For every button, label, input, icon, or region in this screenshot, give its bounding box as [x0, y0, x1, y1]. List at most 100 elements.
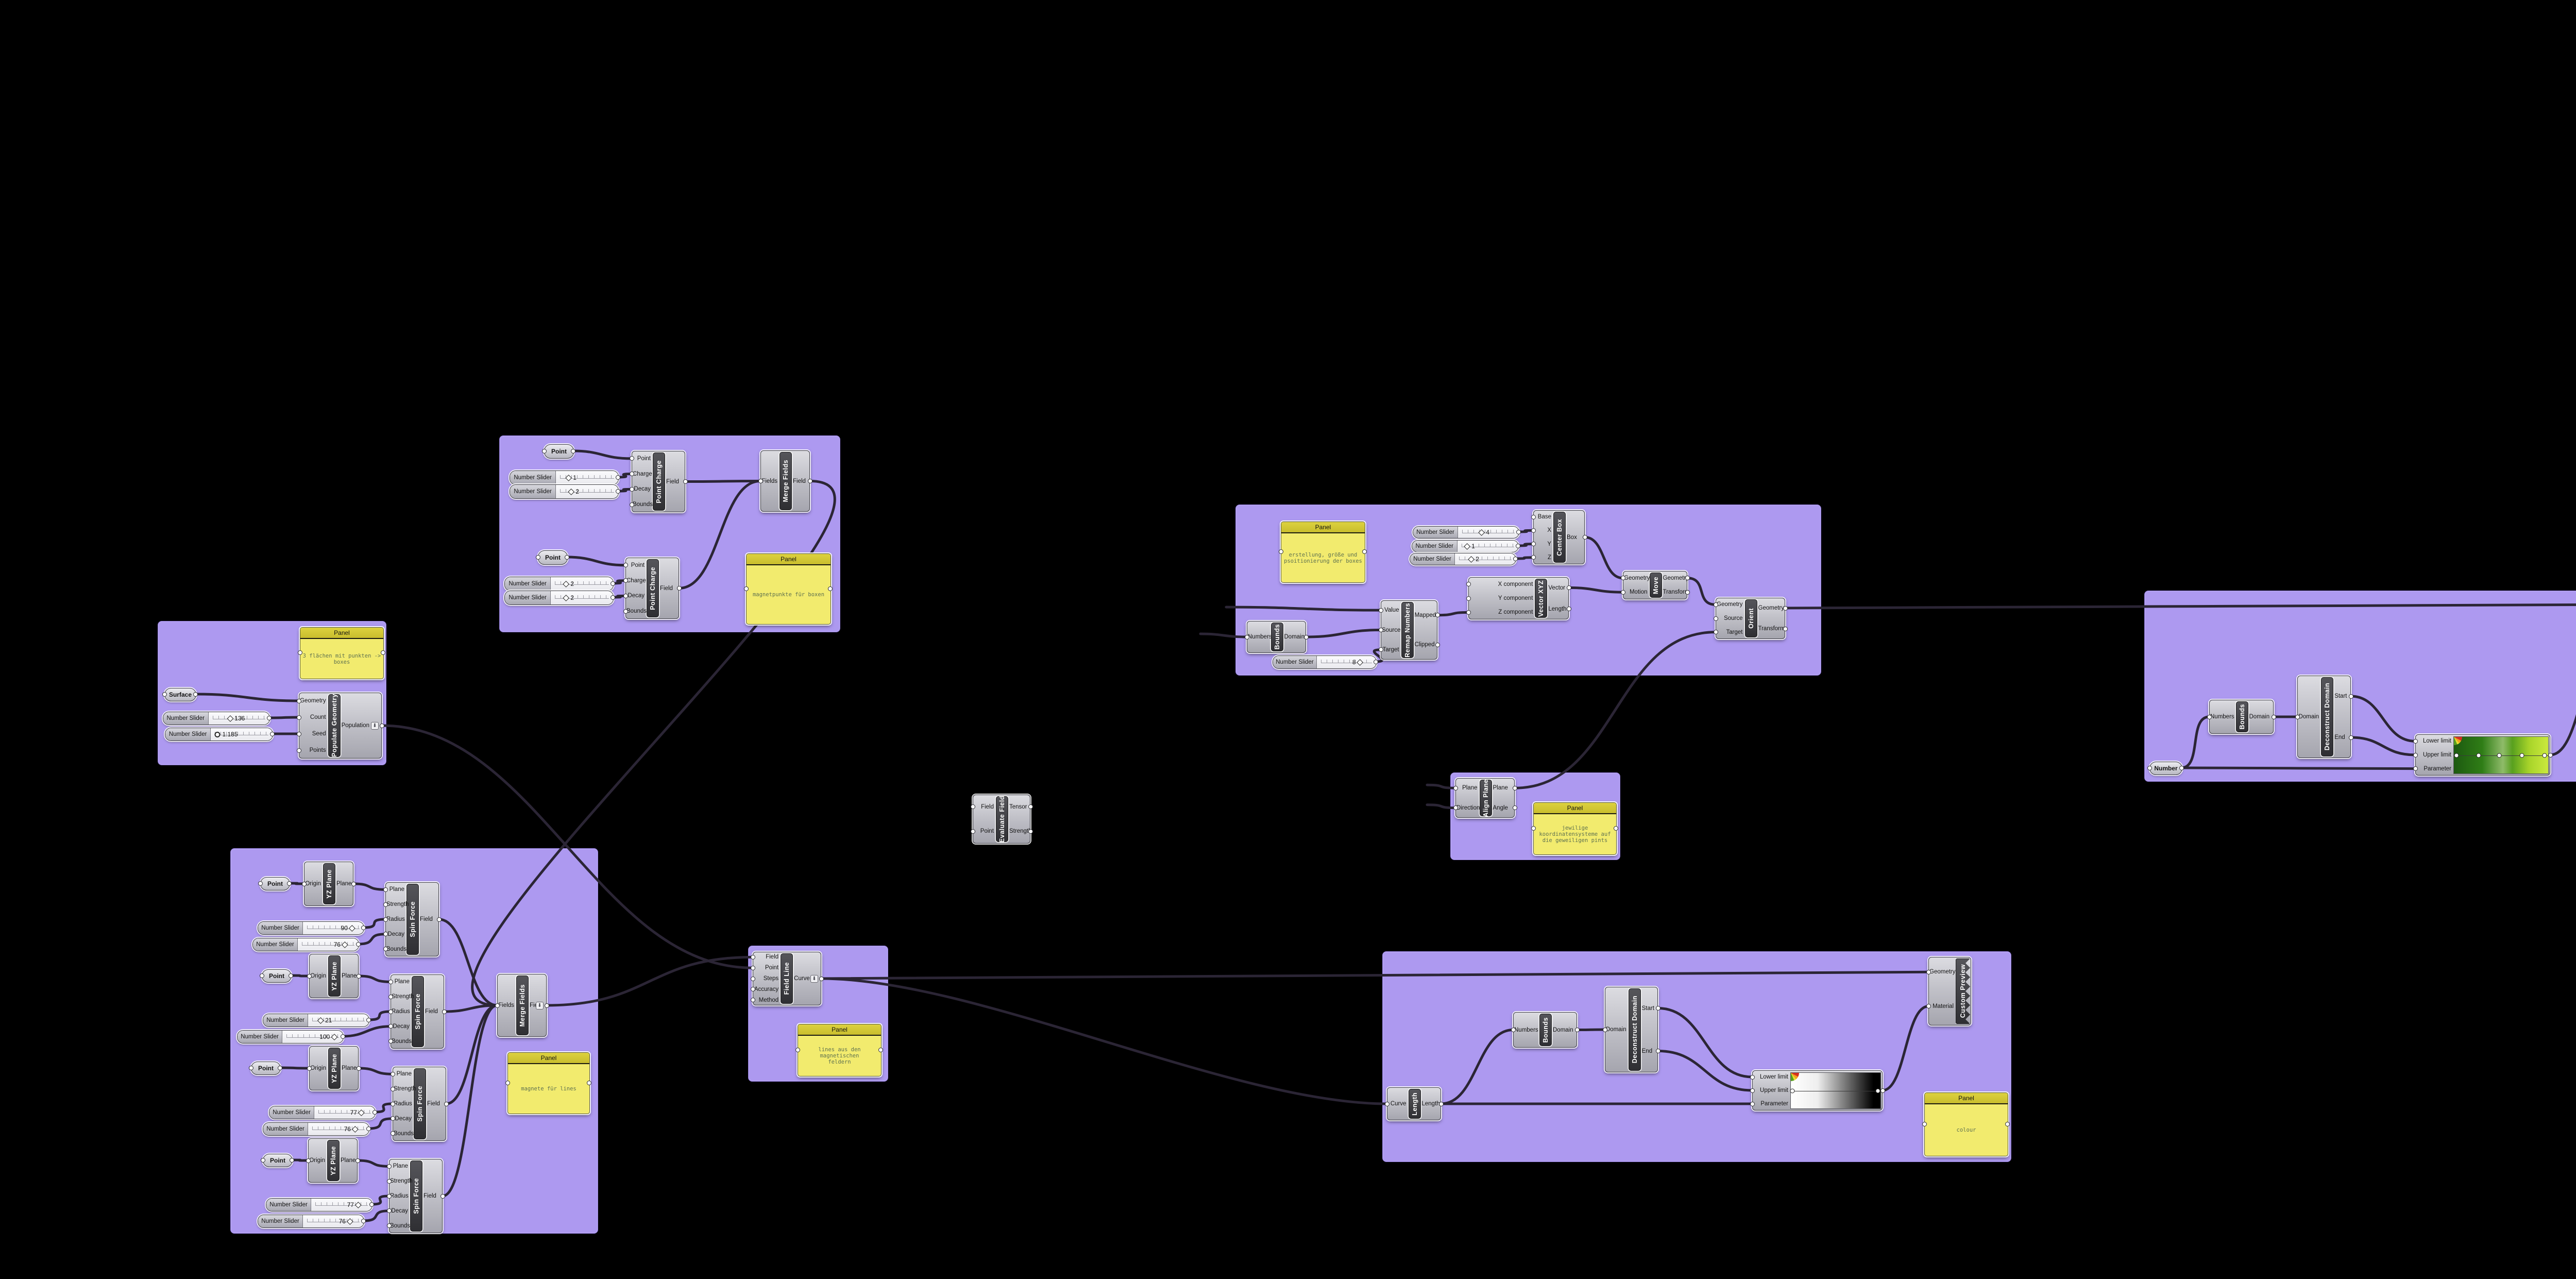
- port-in[interactable]: [535, 554, 540, 560]
- g1_s3-grip[interactable]: 2: [563, 580, 574, 587]
- panel-grip-left[interactable]: [297, 650, 302, 655]
- port-in[interactable]: [541, 448, 547, 453]
- grip-diamond-icon[interactable]: [331, 1033, 338, 1040]
- port-in-origin[interactable]: [307, 1066, 312, 1071]
- port-in-target[interactable]: [1713, 630, 1718, 635]
- g1_s2-track[interactable]: 2: [556, 485, 618, 498]
- g1_pt1[interactable]: Point: [541, 444, 575, 459]
- g3_s1-track[interactable]: 90: [303, 922, 364, 934]
- port-in-z-component[interactable]: [1466, 610, 1471, 615]
- port-out[interactable]: [361, 925, 366, 930]
- grip-diamond-icon[interactable]: [1468, 556, 1475, 563]
- grip-diamond-icon[interactable]: [563, 580, 570, 587]
- port-out-strength[interactable]: [1028, 829, 1033, 834]
- panel-grip-right[interactable]: [1362, 549, 1367, 554]
- port-out[interactable]: [372, 1109, 377, 1115]
- g3_s1-grip[interactable]: 90: [341, 924, 355, 932]
- panel-grip-right[interactable]: [1613, 826, 1618, 831]
- grip-diamond-icon[interactable]: [342, 941, 348, 948]
- g1_s1-track[interactable]: 1: [556, 471, 618, 484]
- port-in[interactable]: [162, 692, 167, 697]
- g5_s1-track[interactable]: 4: [1458, 527, 1519, 538]
- port-out[interactable]: [193, 692, 198, 697]
- panel-grip-left[interactable]: [795, 1047, 800, 1052]
- port-out[interactable]: [340, 1034, 345, 1039]
- port-in-material[interactable]: [1926, 1004, 1931, 1009]
- port-in-accuracy[interactable]: [750, 987, 755, 992]
- port-out[interactable]: [361, 1218, 366, 1223]
- g2_surface[interactable]: Surface: [162, 688, 198, 701]
- port-in-source[interactable]: [1713, 616, 1718, 621]
- port-out-domain[interactable]: [2271, 714, 2276, 719]
- grip-diamond-icon[interactable]: [1357, 659, 1364, 666]
- g1_pt2-capsule[interactable]: Point: [538, 550, 568, 565]
- port-out[interactable]: [564, 554, 569, 560]
- g3_pt4[interactable]: Point: [260, 1154, 294, 1167]
- port-in-plane[interactable]: [388, 979, 393, 984]
- port-out-transform[interactable]: [1783, 626, 1788, 631]
- g3_pt2[interactable]: Point: [259, 969, 293, 983]
- port-out-angle[interactable]: [1512, 805, 1517, 811]
- port-in-field[interactable]: [970, 804, 975, 810]
- port-in-strength[interactable]: [390, 1086, 395, 1091]
- port-out-field[interactable]: [683, 479, 688, 484]
- port-in-y[interactable]: [1531, 542, 1536, 547]
- port-in-curve[interactable]: [1384, 1101, 1389, 1106]
- port-in-point[interactable]: [623, 563, 628, 568]
- port-in-plane[interactable]: [390, 1071, 395, 1076]
- port-in-plane[interactable]: [1453, 785, 1458, 790]
- panel-grip-right[interactable]: [586, 1080, 591, 1085]
- port-out[interactable]: [610, 581, 615, 586]
- g1_pt1-capsule[interactable]: Point: [544, 444, 574, 459]
- port-out-curve[interactable]: [819, 976, 824, 981]
- grip-circle-icon[interactable]: [214, 731, 221, 737]
- port-in-point[interactable]: [970, 829, 975, 834]
- port-out-length[interactable]: [1566, 607, 1571, 611]
- port-in-strength[interactable]: [388, 994, 393, 999]
- grip-diamond-icon[interactable]: [355, 1201, 362, 1208]
- port-in-lower-limit[interactable]: [2413, 738, 2418, 744]
- port-in-parameter[interactable]: [1750, 1101, 1755, 1106]
- port-in-geometry[interactable]: [1620, 576, 1625, 581]
- port-out[interactable]: [615, 475, 620, 480]
- port-in-bounds[interactable]: [386, 1223, 392, 1228]
- g3_pt3[interactable]: Point: [248, 1062, 282, 1075]
- g1_s2-grip[interactable]: 2: [568, 488, 579, 495]
- port-in-decay[interactable]: [390, 1116, 395, 1121]
- port-in-charge[interactable]: [623, 578, 628, 583]
- g3_s8-grip[interactable]: 76: [339, 1218, 353, 1225]
- port-in[interactable]: [248, 1065, 253, 1070]
- port-out-plane[interactable]: [356, 1066, 361, 1071]
- grip-diamond-icon[interactable]: [1478, 529, 1485, 536]
- gradient-grip[interactable]: [2542, 753, 2547, 758]
- port-out-clipped[interactable]: [1435, 642, 1440, 647]
- port-out[interactable]: [1373, 659, 1378, 664]
- g5_s2-track[interactable]: 1: [1457, 541, 1518, 552]
- port-in-decay[interactable]: [383, 932, 388, 937]
- port-out[interactable]: [1513, 556, 1518, 561]
